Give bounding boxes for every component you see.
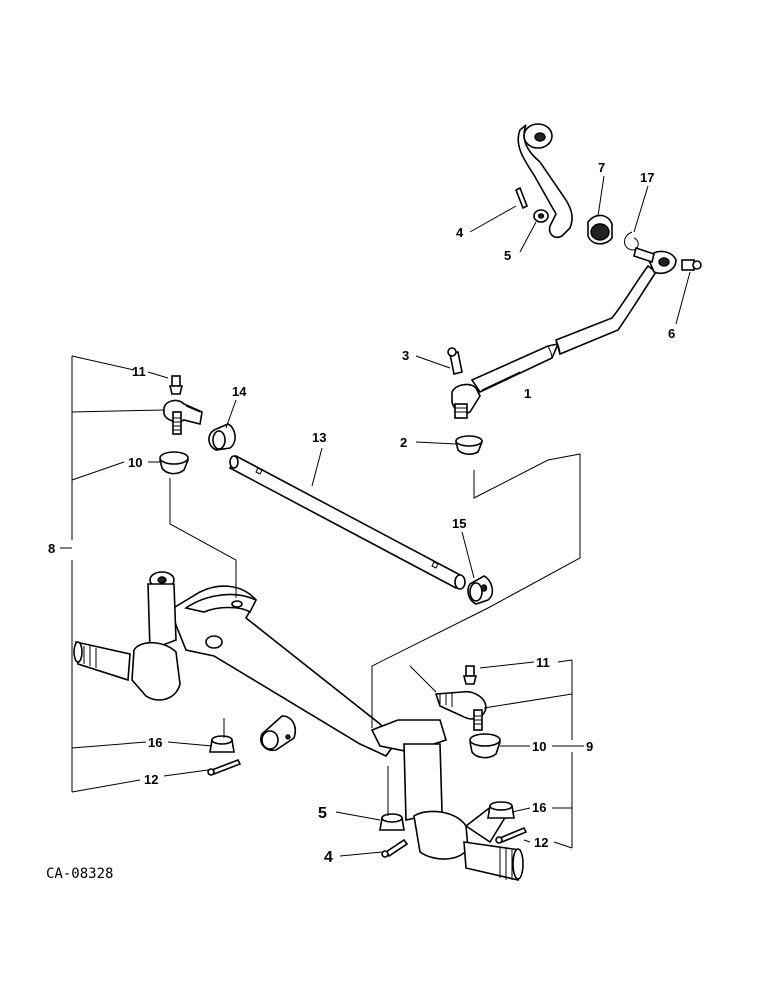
callout-10-left: 10	[128, 455, 142, 470]
callout-7: 7	[598, 160, 605, 175]
callout-16-right: 16	[532, 800, 546, 815]
callout-14: 14	[232, 384, 247, 399]
callout-9: 9	[586, 739, 593, 754]
callout-5-lower: 5	[318, 805, 327, 822]
callout-11-left: 11	[132, 364, 146, 379]
callout-11-right: 11	[536, 655, 550, 670]
axle-pivot-boss	[260, 715, 297, 752]
castle-nut-top	[533, 209, 549, 223]
callout-13: 13	[312, 430, 326, 445]
dust-boot-2	[455, 435, 483, 455]
bushing-15	[467, 575, 494, 605]
cotter-pin-12-left	[207, 758, 242, 776]
callout-12-right: 12	[534, 835, 548, 850]
bracket-8	[60, 356, 73, 792]
callout-12-left: 12	[144, 772, 158, 787]
dust-boot-10-left	[159, 451, 189, 475]
assembly-lines	[169, 453, 581, 816]
dust-boot-10-right	[469, 733, 501, 759]
bushing-14	[208, 423, 236, 451]
cotter-pin-12-right	[495, 826, 528, 844]
callout-labels: 1 2 3 4 4 5 5 6 7 8 9 10 10 11 11 12 12 …	[48, 160, 675, 866]
callout-2: 2	[400, 435, 407, 450]
castle-nut-16-left	[209, 735, 235, 753]
callout-15: 15	[452, 516, 466, 531]
castle-nut-5-lower	[379, 813, 405, 831]
callout-4-lower: 4	[324, 849, 333, 866]
leader-lines	[71, 175, 691, 857]
lube-fitting-3	[447, 347, 463, 375]
lube-fitting-11-right	[462, 665, 478, 685]
tie-rod-end-right	[434, 690, 487, 731]
retaining-ring-17	[624, 231, 639, 251]
lube-fitting-11-left	[168, 375, 184, 395]
dust-boot-7	[587, 214, 613, 245]
drag-link	[451, 246, 677, 419]
cotter-pin-top	[514, 186, 529, 210]
cotter-pin-4-lower	[381, 838, 409, 858]
drawing-reference: CA-08328	[46, 866, 113, 882]
callout-16-left: 16	[148, 735, 162, 750]
callout-10-right: 10	[532, 739, 546, 754]
callout-6: 6	[668, 326, 675, 341]
callout-17: 17	[640, 170, 654, 185]
bracket-9	[571, 660, 584, 848]
castle-nut-16-right	[487, 801, 515, 819]
callout-4-top: 4	[456, 225, 464, 240]
pitman-arm	[517, 123, 573, 239]
tie-rod-end-left	[163, 399, 203, 435]
callout-5-top: 5	[504, 248, 511, 263]
callout-3: 3	[402, 348, 409, 363]
steering-knuckle-left	[73, 571, 181, 701]
lube-fitting-6	[681, 259, 702, 271]
callout-8: 8	[48, 541, 55, 556]
tie-rod	[228, 454, 466, 590]
steering-knuckle-right	[370, 719, 524, 881]
callout-1: 1	[524, 386, 531, 401]
front-axle-beam	[169, 585, 398, 758]
